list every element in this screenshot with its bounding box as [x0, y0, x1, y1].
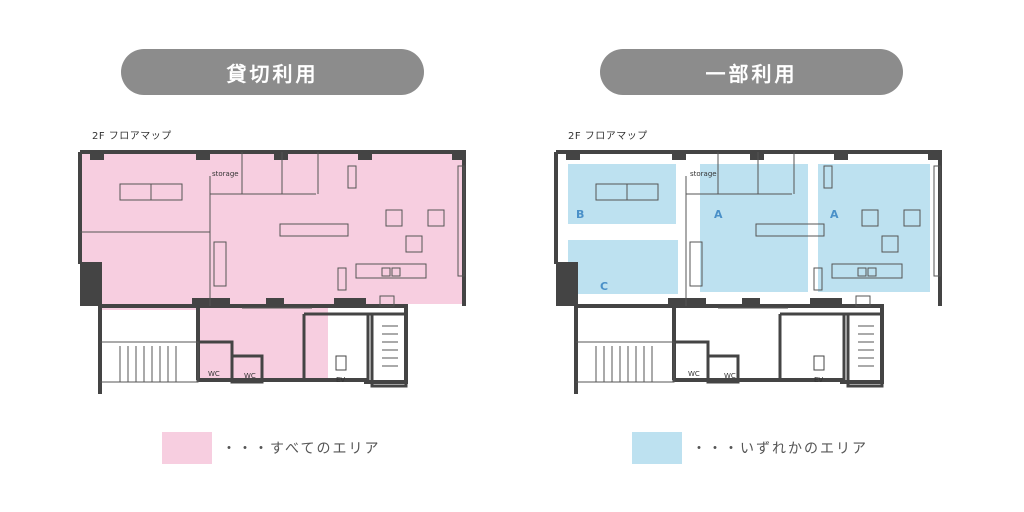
utility-block	[672, 312, 884, 388]
area-a-left	[700, 164, 808, 292]
legend-partial-label: ・・・いずれかのエリア	[692, 441, 868, 457]
title-pill-partial-use: 一部利用	[600, 49, 903, 95]
wc-label-1: WC	[208, 370, 220, 378]
wc-label-2: WC	[244, 372, 256, 380]
floor-label: 2F フロアマップ	[568, 131, 648, 142]
area-label-c: C	[600, 280, 608, 293]
wall-pillars	[556, 150, 942, 308]
stairs	[576, 325, 874, 383]
floor-label: 2F フロアマップ	[92, 131, 172, 142]
area-blocks	[568, 164, 930, 294]
interior-lines	[595, 152, 941, 309]
storage-label: storage	[690, 170, 717, 178]
wc-label-1: WC	[688, 370, 700, 378]
wall-pillars	[80, 150, 466, 308]
ev-label: EV	[336, 376, 345, 384]
panel-title: 貸切利用	[226, 61, 319, 86]
legend-all-label: ・・・すべてのエリア	[222, 441, 381, 457]
area-label-a-1: A	[714, 208, 723, 221]
elevator-icon	[335, 355, 347, 371]
area-label-b: B	[576, 208, 584, 221]
storage-label: storage	[212, 170, 239, 178]
area-c	[568, 240, 678, 294]
stairs	[100, 325, 398, 383]
title-pill-full-rental: 貸切利用	[121, 49, 424, 95]
legend-swatch-all	[162, 432, 212, 464]
wc-label-2: WC	[724, 372, 736, 380]
floor-plan-full: storage WC WC EV	[78, 150, 466, 394]
interior-lines	[80, 152, 465, 309]
elevator-icon	[813, 355, 825, 371]
floor-plan-partial: storage B C A A WC WC EV	[554, 150, 942, 394]
area-a-right	[818, 164, 930, 292]
area-label-a-2: A	[830, 208, 839, 221]
legend-swatch-partial	[632, 432, 682, 464]
ev-label: EV	[814, 376, 823, 384]
panel-title: 一部利用	[705, 61, 798, 86]
